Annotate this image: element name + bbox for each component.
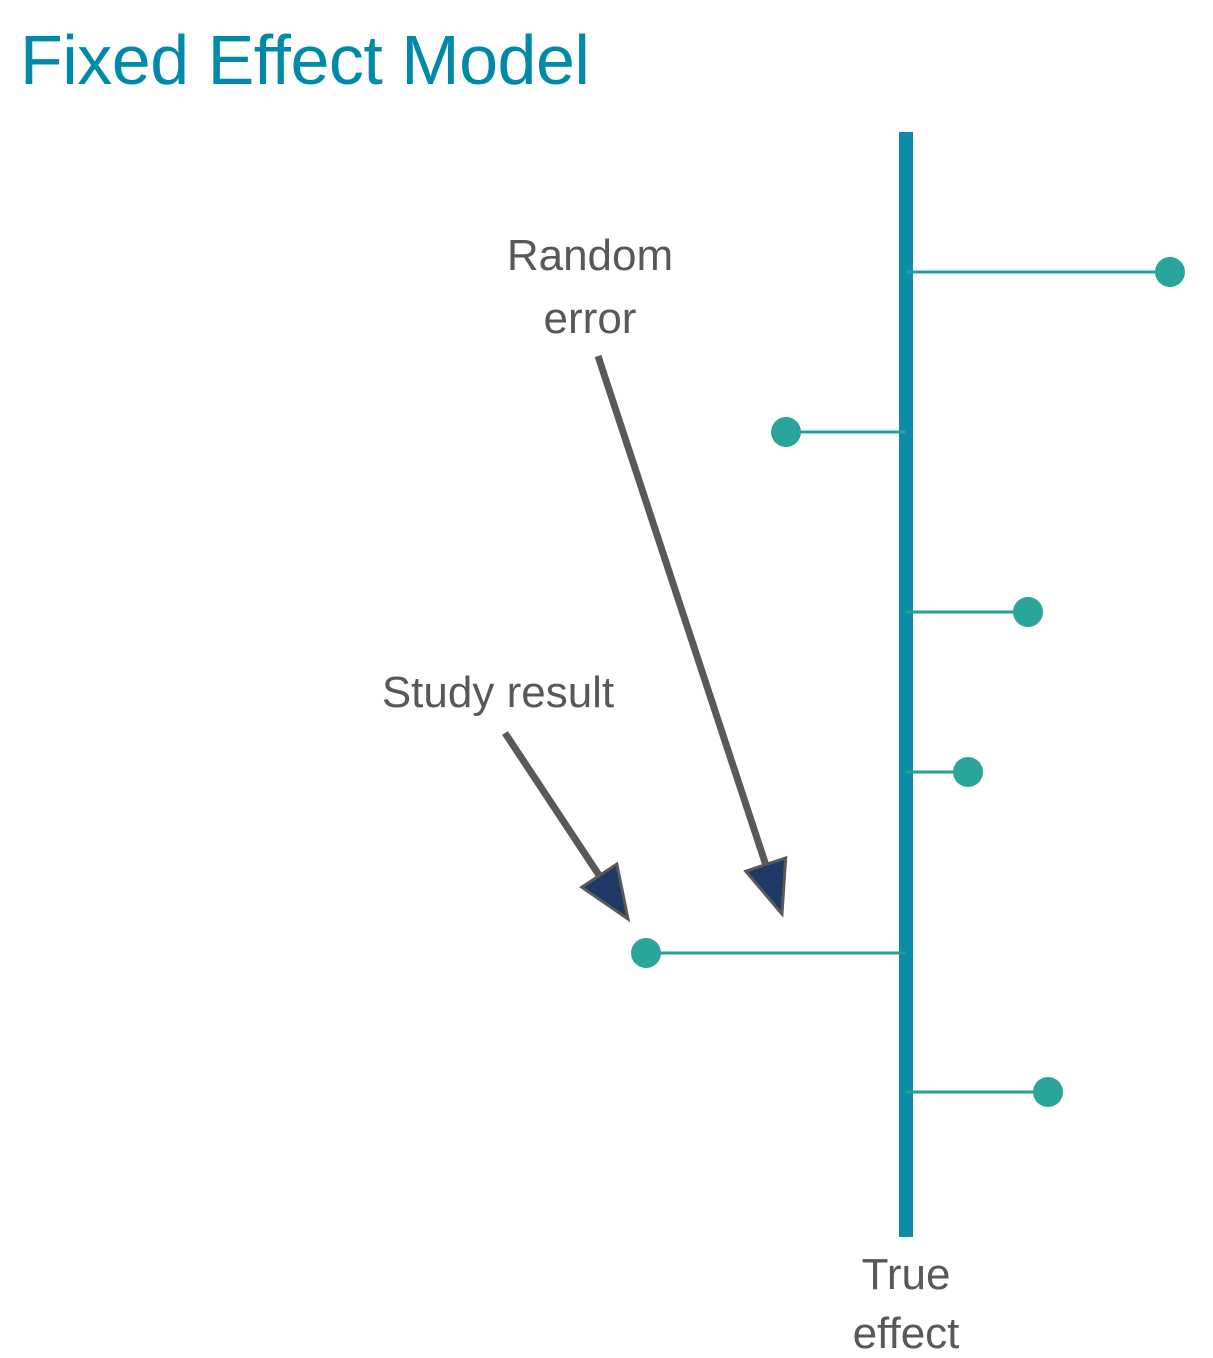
true-effect-label-line2: effect [853, 1309, 960, 1358]
study-row [906, 257, 1185, 287]
true-effect-label-line1: True [862, 1250, 951, 1299]
annotation-random-error: Random error [507, 231, 673, 343]
study-row [906, 1077, 1063, 1107]
study-result-dot [1013, 597, 1043, 627]
study-result-dot [1155, 257, 1185, 287]
study-row [906, 757, 983, 787]
arrow-shaft [594, 354, 771, 872]
study-results-group [631, 257, 1185, 1107]
annotation-arrow-random-error [594, 354, 788, 918]
arrow-head [579, 861, 631, 923]
study-result-dot [631, 938, 661, 968]
arrow-shaft [502, 731, 606, 883]
annotation-arrows-group [502, 354, 788, 923]
annotation-study-result: Study result [382, 668, 614, 717]
page-title: Fixed Effect Model [20, 21, 589, 99]
study-result-dot [953, 757, 983, 787]
arrow-head [743, 855, 788, 918]
random-error-label-line2: error [544, 294, 637, 343]
true-effect-axis-label: True effect [853, 1250, 960, 1358]
study-result-dot [771, 417, 801, 447]
true-effect-axis [899, 132, 913, 1237]
study-result-label: Study result [382, 668, 614, 717]
study-row [631, 938, 906, 968]
study-row [771, 417, 906, 447]
true-effect-line [899, 132, 913, 1237]
study-result-dot [1033, 1077, 1063, 1107]
random-error-label-line1: Random [507, 231, 673, 280]
annotation-arrow-study-result [502, 731, 631, 923]
study-row [906, 597, 1043, 627]
